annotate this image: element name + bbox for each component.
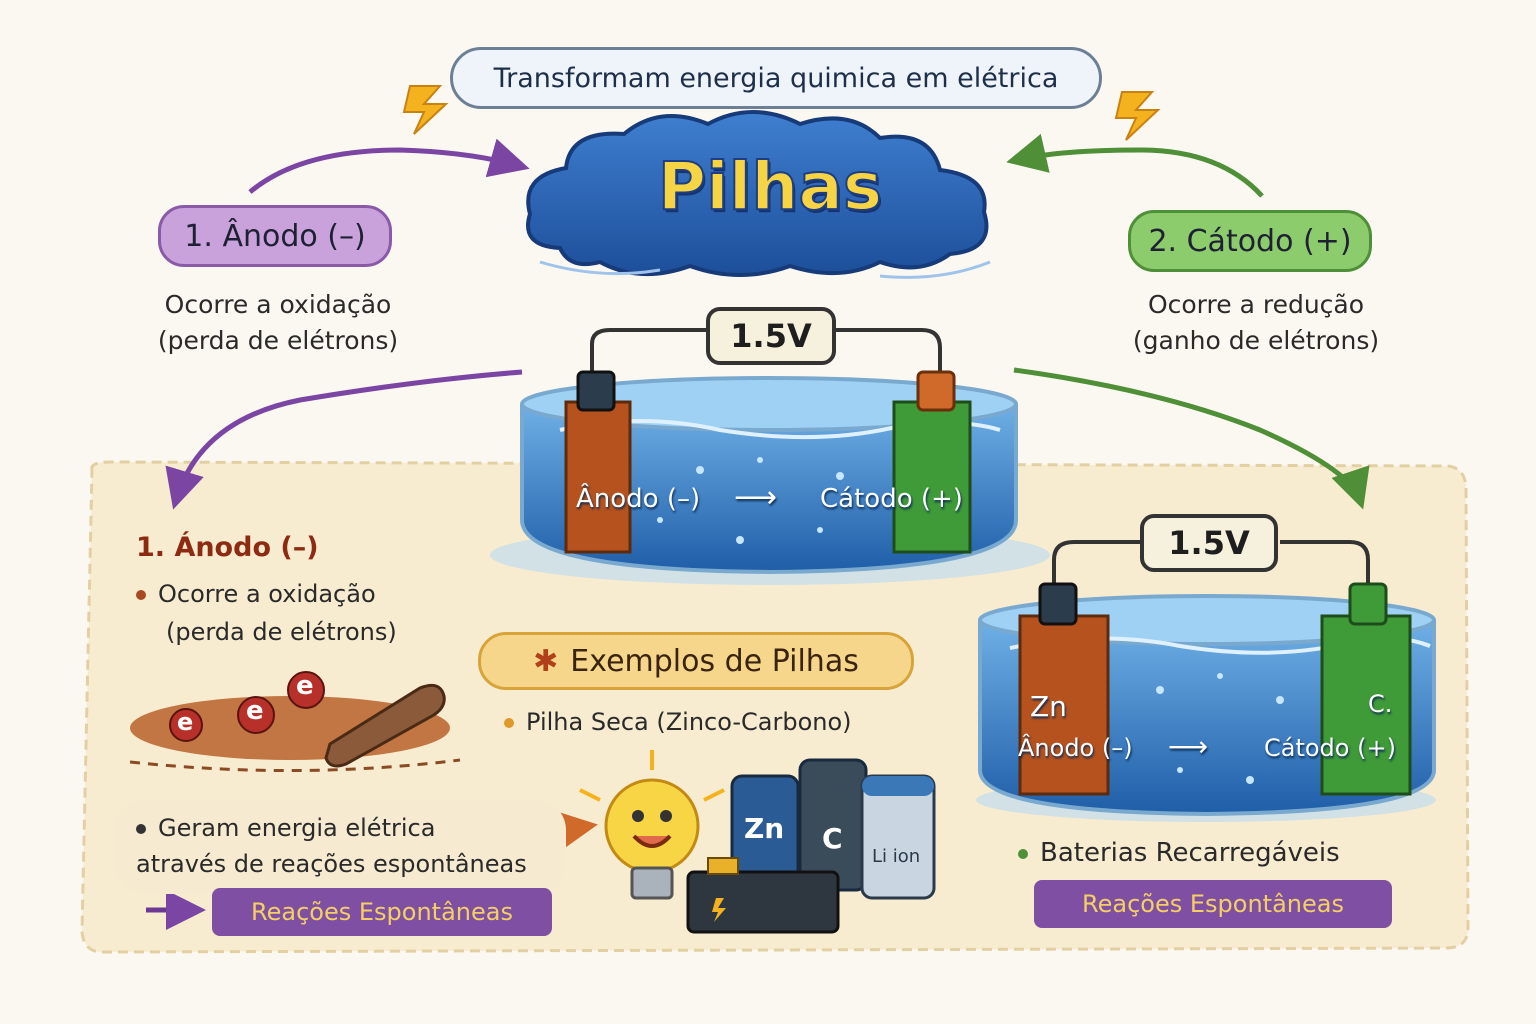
- subtitle-pill: Transformam energia quimica em elétrica: [450, 47, 1102, 109]
- example-2-text: Baterias Recarregáveis: [1040, 838, 1340, 868]
- cathode-pill-label: 2. Cátodo (+): [1148, 223, 1352, 259]
- subtitle-text: Transformam energia quimica em elétrica: [493, 62, 1059, 94]
- battery-label-li-ion: Li ion: [872, 846, 921, 867]
- geram-line1: Geram energia elétrica: [136, 814, 435, 842]
- example-1-text: Pilha Seca (Zinco-Carbono): [526, 708, 852, 736]
- arrow-cell-to-cell: [1013, 367, 1370, 510]
- bottom-cell-illustration: [976, 540, 1436, 822]
- bottom-cell-anode-symbol: Zn: [1030, 690, 1067, 723]
- electron-label-1: e: [177, 708, 194, 736]
- example-2: Baterias Recarregáveis: [1018, 838, 1340, 868]
- anode-pill: 1. Ânodo (–): [158, 205, 392, 267]
- battery-label-c: C: [822, 822, 843, 855]
- cathode-pill: 2. Cátodo (+): [1128, 210, 1372, 272]
- bottom-cell-anode-label: Ânodo (–): [1018, 734, 1133, 762]
- examples-title: Exemplos de Pilhas: [570, 643, 859, 679]
- bottom-cell-arrow: ⟶: [1168, 730, 1209, 763]
- top-cell-voltmeter: 1.5V: [706, 307, 836, 365]
- anode-desc-line1: Ocorre a oxidação: [164, 290, 392, 319]
- top-cell-illustration: [490, 328, 1050, 585]
- examples-pill: ✱ Exemplos de Pilhas: [478, 632, 914, 690]
- panel-anode-line1: Ocorre a oxidação: [136, 580, 376, 608]
- arrow-anode-to-title: [248, 138, 530, 194]
- bottom-cell-voltage: 1.5V: [1168, 524, 1250, 562]
- lightbulb-icon: [579, 750, 725, 900]
- banner-left-text: Reações Espontâneas: [251, 898, 513, 926]
- top-cell-anode-label: Ânodo (–): [576, 484, 701, 514]
- cloud-icon: [526, 110, 991, 279]
- banner-right-text: Reações Espontâneas: [1082, 890, 1344, 918]
- anode-pill-label: 1. Ânodo (–): [184, 218, 366, 254]
- battery-label-zn: Zn: [744, 812, 785, 845]
- bullet-dot: [136, 590, 146, 600]
- bottom-cell-voltmeter: 1.5V: [1140, 514, 1278, 572]
- lightning-icon-left: [402, 85, 449, 135]
- bullet-dot: [504, 718, 514, 728]
- geram-box: [114, 800, 566, 894]
- corroded-rod-illustration: [129, 683, 461, 773]
- electron-label-2: e: [246, 696, 264, 726]
- geram-line2: através de reações espontâneas: [136, 850, 527, 878]
- star-icon: ✱: [533, 643, 559, 679]
- anode-desc-line2: (perda de elétrons): [157, 326, 399, 355]
- battery-icon: [686, 758, 936, 934]
- bullet-dot: [136, 824, 146, 834]
- geram-line1-text: Geram energia elétrica: [158, 814, 436, 842]
- top-cell-voltage: 1.5V: [730, 317, 812, 355]
- cathode-desc-line2: (ganho de elétrons): [1132, 326, 1380, 355]
- arrow-cell-to-panel: [165, 369, 523, 510]
- lightning-icon-right: [1114, 91, 1161, 141]
- bottom-cell-cathode-symbol: C.: [1368, 690, 1393, 718]
- panel-anode-title: 1. Ánodo (–): [136, 532, 319, 563]
- electron-icon: [169, 671, 325, 742]
- cathode-desc-line1: Ocorre a redução: [1147, 290, 1365, 319]
- panel-anode-line2: (perda de elétrons): [166, 618, 397, 646]
- banner-right: Reações Espontâneas: [1034, 880, 1392, 928]
- bullet-dot: [1018, 848, 1028, 859]
- top-cell-cathode-label: Cátodo (+): [820, 484, 963, 514]
- banner-left: Reações Espontâneas: [212, 888, 552, 936]
- top-cell-arrow: ⟶: [734, 480, 778, 515]
- arrow-cathode-to-title: [1006, 133, 1264, 198]
- bottom-cell-cathode-label: Cátodo (+): [1264, 734, 1396, 762]
- panel-anode-line1-text: Ocorre a oxidação: [158, 580, 376, 608]
- example-1: Pilha Seca (Zinco-Carbono): [504, 708, 852, 736]
- main-title: Pilhas: [657, 147, 883, 226]
- electron-label-3: e: [296, 671, 314, 701]
